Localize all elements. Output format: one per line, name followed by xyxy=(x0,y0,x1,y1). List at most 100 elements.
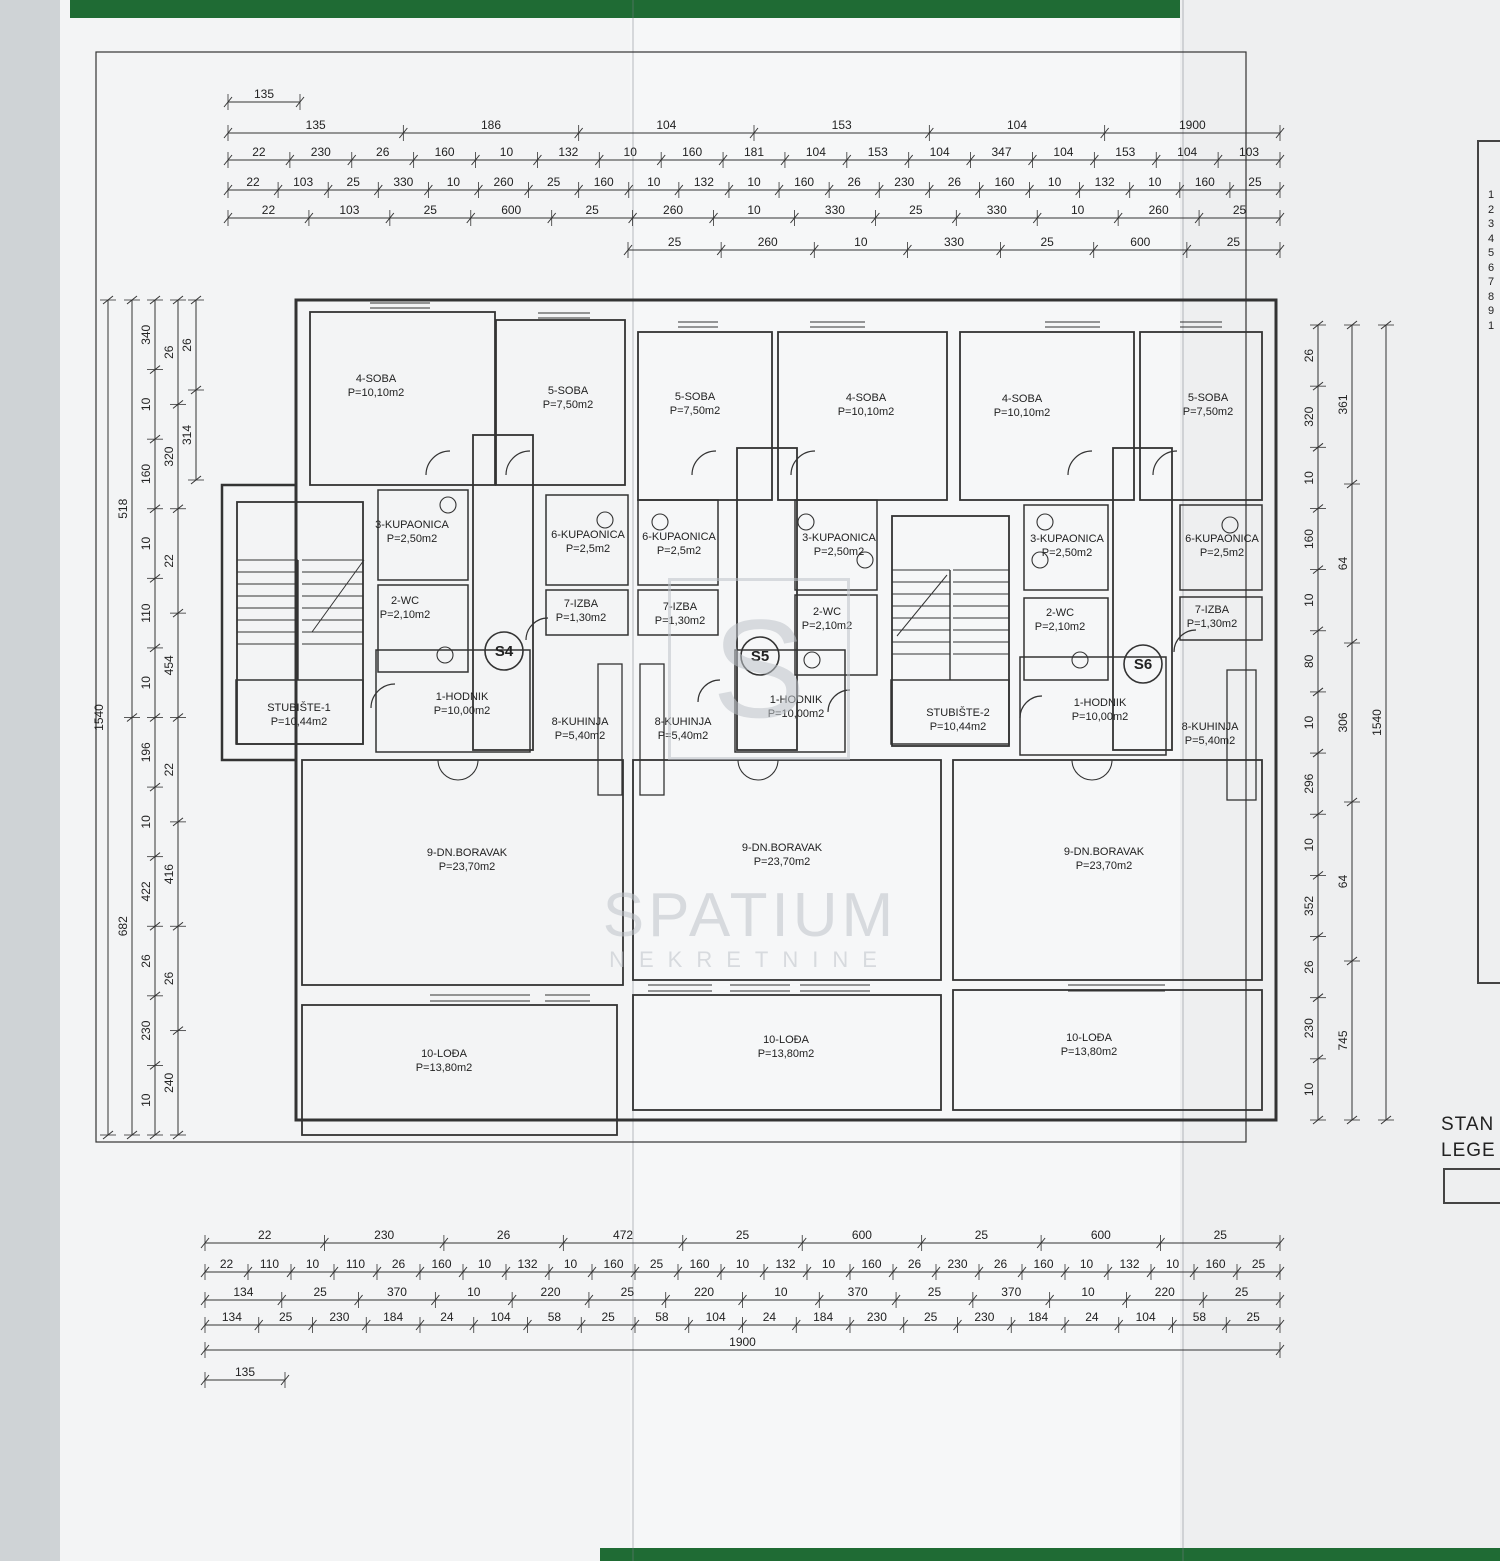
dim-value: 10 xyxy=(500,145,514,159)
balcony-door xyxy=(1071,759,1093,781)
dim-value: 153 xyxy=(1115,145,1135,159)
sanitary-fixture xyxy=(797,513,815,531)
watermark-logo: S xyxy=(668,578,850,760)
room-name: 5-SOBA xyxy=(548,385,589,397)
dim-value: 64 xyxy=(1336,557,1350,571)
dim-value: 10 xyxy=(467,1285,481,1299)
dim-value: 22 xyxy=(262,203,276,217)
dim-value: 25 xyxy=(313,1285,327,1299)
dim-value: 184 xyxy=(813,1310,833,1324)
sanitary-fixture xyxy=(1036,513,1054,531)
dim-value: 25 xyxy=(347,175,361,189)
paper-fold-line xyxy=(1182,0,1184,1561)
sanitary-fixture xyxy=(651,513,669,531)
dim-value: 10 xyxy=(1148,175,1162,189)
room-area: P=2,10m2 xyxy=(1035,621,1085,633)
dim-value: 153 xyxy=(868,145,888,159)
hallway-shaft-1 xyxy=(472,434,534,751)
dim-value: 25 xyxy=(928,1285,942,1299)
dim-value: 25 xyxy=(1252,1257,1266,1271)
sanitary-fixture xyxy=(1031,551,1049,569)
dim-value: 160 xyxy=(1195,175,1215,189)
dim-value: 10 xyxy=(478,1257,492,1271)
dim-value: 745 xyxy=(1336,1030,1350,1050)
hallway-shaft-3 xyxy=(1112,447,1173,751)
dim-value: 230 xyxy=(311,145,331,159)
dim-value: 240 xyxy=(162,1072,176,1092)
room-name: 10-LOĐA xyxy=(763,1034,810,1046)
dim-value: 600 xyxy=(1091,1228,1111,1242)
room-name: 1-HODNIK xyxy=(1074,697,1127,709)
room-boravak-1 xyxy=(301,759,624,986)
dim-value: 26 xyxy=(180,338,194,352)
dim-value: 160 xyxy=(431,1257,451,1271)
dim-value: 472 xyxy=(613,1228,633,1242)
dim-value: 160 xyxy=(994,175,1014,189)
dim-value: 26 xyxy=(848,175,862,189)
balcony-door xyxy=(1091,759,1113,781)
room-name: 6-KUPAONICA xyxy=(642,531,716,543)
sanitary-fixture xyxy=(856,551,874,569)
title-block-row-number: 9 xyxy=(1488,305,1495,317)
dim-value: 104 xyxy=(656,118,676,132)
stair-arrow-line xyxy=(896,574,948,637)
dim-value: 184 xyxy=(383,1310,403,1324)
dim-value: 25 xyxy=(1235,1285,1249,1299)
room-name: 4-SOBA xyxy=(846,392,887,404)
dim-value: 10 xyxy=(854,235,868,249)
dim-value: 10 xyxy=(747,175,761,189)
dim-value: 25 xyxy=(736,1228,750,1242)
dim-value: 58 xyxy=(655,1310,669,1324)
dim-value: 340 xyxy=(139,324,153,344)
wc-3 xyxy=(1023,597,1109,681)
unit-tag: S6 xyxy=(1134,656,1152,673)
dim-value: 10 xyxy=(822,1257,836,1271)
room-area: P=23,70m2 xyxy=(439,861,496,873)
dim-value: 10 xyxy=(1080,1257,1094,1271)
dim-value: 26 xyxy=(1302,349,1316,363)
dim-value: 25 xyxy=(279,1310,293,1324)
dim-value: 184 xyxy=(1028,1310,1048,1324)
title-block-row-number: 2 xyxy=(1488,203,1495,216)
dim-value: 25 xyxy=(547,175,561,189)
dim-value: 26 xyxy=(392,1257,406,1271)
room-area: P=10,44m2 xyxy=(930,721,987,733)
dim-value: 104 xyxy=(491,1310,511,1324)
room-area: P=7,50m2 xyxy=(543,399,593,411)
room-name: 6-KUPAONICA xyxy=(551,529,625,541)
door-swing xyxy=(1019,695,1043,719)
paper-sheet-right xyxy=(1180,0,1500,1561)
sanitary-fixture xyxy=(803,651,821,669)
dim-value: 134 xyxy=(222,1310,242,1324)
dim-value: 25 xyxy=(924,1310,938,1324)
room-name: 7-IZBA xyxy=(564,598,599,610)
dim-value: 260 xyxy=(663,203,683,217)
dim-value: 110 xyxy=(260,1257,279,1271)
dim-value: 220 xyxy=(541,1285,561,1299)
dim-value: 80 xyxy=(1302,654,1316,668)
room-area: P=2,10m2 xyxy=(380,609,430,621)
dim-value: 25 xyxy=(585,203,599,217)
dim-value: 330 xyxy=(825,203,845,217)
dim-value: 25 xyxy=(1214,1228,1228,1242)
balcony-door xyxy=(437,759,459,781)
unit-tag: S5 xyxy=(751,648,769,665)
dim-value: 26 xyxy=(162,345,176,359)
room-area: P=23,70m2 xyxy=(754,856,811,868)
dim-value: 518 xyxy=(116,498,130,518)
dim-value: 25 xyxy=(1227,235,1241,249)
dim-value: 25 xyxy=(1040,235,1054,249)
title-block-row-number: 8 xyxy=(1488,290,1495,303)
dim-value: 10 xyxy=(139,815,153,829)
dim-value: 58 xyxy=(1193,1310,1207,1324)
dim-value: 160 xyxy=(1033,1257,1053,1271)
green-border-bottom xyxy=(600,1548,1500,1561)
room-area: P=2,50m2 xyxy=(814,546,864,558)
bath-3 xyxy=(637,499,719,586)
dim-value: 132 xyxy=(1095,175,1115,189)
room-area: P=23,70m2 xyxy=(1076,860,1133,872)
room-name: 4-SOBA xyxy=(1002,393,1043,405)
hallway-shaft-2 xyxy=(736,447,798,751)
room-area: P=1,30m2 xyxy=(556,612,606,624)
